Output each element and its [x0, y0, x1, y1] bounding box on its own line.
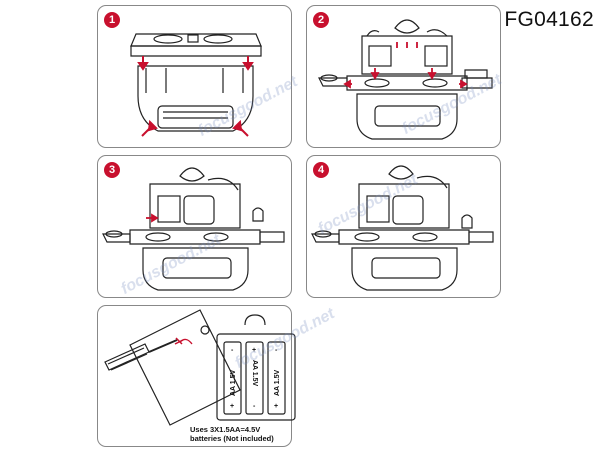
battery-1-plus: + — [230, 403, 234, 410]
step-2-illustration — [318, 19, 493, 140]
battery-caption: Uses 3X1.5AA=4.5V batteries (Not include… — [190, 425, 274, 443]
battery-3-minus: - — [275, 347, 278, 354]
battery-2-plus: + — [252, 347, 256, 354]
battery-3-label: AA 1.5V — [274, 369, 281, 396]
battery-caption-line-2: batteries (Not included) — [190, 434, 274, 443]
battery-3-plus: + — [274, 403, 278, 410]
step-4-badge: 4 — [313, 162, 329, 178]
battery-2-label: AA 1.5V — [251, 360, 258, 387]
step-3-panel: 3 focusgood.net — [97, 155, 292, 298]
step-3-illustration — [102, 167, 285, 291]
step-1-panel: 1 focusgood.net — [97, 5, 301, 148]
step-4-panel: 4 focusgood.net — [306, 155, 501, 298]
step-3-badge: 3 — [104, 162, 120, 178]
step-4-illustration — [311, 165, 494, 291]
step-1-illustration — [130, 33, 262, 137]
battery-1-minus: - — [231, 347, 234, 354]
step-2-badge: 2 — [313, 12, 329, 28]
battery-caption-line-1: Uses 3X1.5AA=4.5V — [190, 425, 261, 434]
step-1-badge: 1 — [104, 12, 120, 28]
battery-panel — [97, 305, 292, 447]
battery-1-label: AA 1.5V — [230, 369, 237, 396]
model-code: FG04162 — [504, 8, 594, 31]
battery-2-minus: - — [253, 403, 256, 410]
step-2-panel: 2 focusgood.net — [306, 5, 505, 148]
